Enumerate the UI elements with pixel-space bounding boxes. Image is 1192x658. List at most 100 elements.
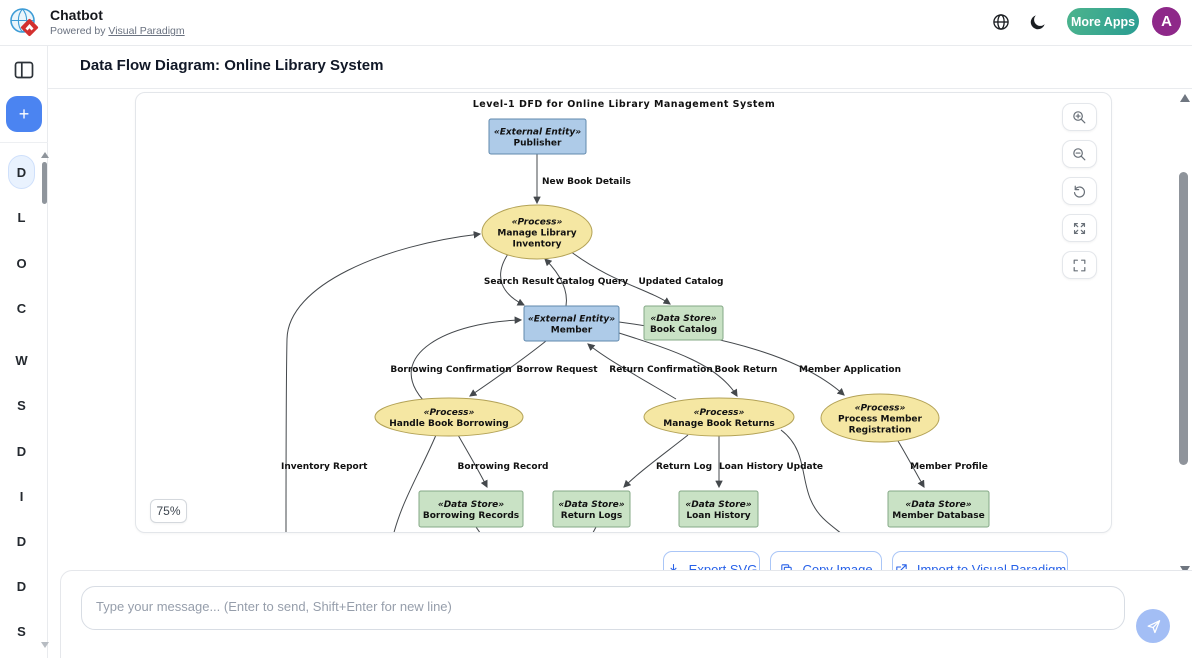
sidebar-item-w-4[interactable]: W: [0, 343, 43, 377]
sidebar-item-label: D: [8, 155, 35, 189]
sidebar-scroll-up-icon[interactable]: [41, 152, 49, 158]
flow-return-confirmation: [587, 343, 677, 400]
node-manage-book-returns: [643, 397, 795, 437]
diagram-card[interactable]: «External Entity»Publisher«Process»Manag…: [135, 92, 1112, 533]
flow-member-profile: [897, 440, 925, 488]
viewer-tools: [1062, 103, 1097, 279]
sidebar-item-i-7[interactable]: I: [0, 479, 43, 513]
send-plane-icon: [1147, 619, 1160, 633]
fullscreen-button[interactable]: [1062, 251, 1097, 279]
flow-label-book-return: Book Return: [715, 365, 778, 375]
scroll-up-icon[interactable]: [1180, 94, 1190, 102]
node-manage-library-inventory-label: «Process»: [512, 218, 563, 228]
node-borrowing-records-label: «Data Store»: [438, 500, 504, 510]
flow-stub-borrowing-records: [475, 526, 481, 532]
node-book-catalog: [643, 305, 724, 341]
node-return-logs-label: «Data Store»: [558, 500, 624, 510]
reset-view-icon: [1073, 185, 1086, 198]
flow-borrow-request: [469, 340, 547, 397]
flow-label-borrow-request: Borrow Request: [516, 365, 598, 375]
sidebar-item-o-2[interactable]: O: [0, 246, 43, 280]
flow-label-borrowing-record: Borrowing Record: [458, 462, 549, 472]
avatar[interactable]: A: [1152, 7, 1181, 36]
node-member-label: «External Entity»: [528, 315, 615, 325]
node-loan-history: [678, 490, 759, 528]
toolbar-divider: [0, 88, 1192, 89]
flow-loop-manage-returns: [780, 429, 841, 532]
zoom-in-button[interactable]: [1062, 103, 1097, 131]
sidebar-item-label: I: [19, 488, 24, 504]
zoom-in-icon: [1073, 110, 1086, 123]
powered-by: Powered by Visual Paradigm: [50, 25, 185, 37]
node-process-member-registration-label: «Process»: [855, 404, 906, 414]
flow-borrowing-confirmation: [410, 316, 523, 401]
node-loan-history-label: Loan History: [686, 511, 750, 521]
sidebar-toggle-icon[interactable]: [12, 58, 36, 79]
flow-book-return: [618, 332, 738, 397]
sidebar-item-label: W: [15, 352, 28, 368]
node-process-member-registration-label: Registration: [849, 426, 912, 436]
flow-label-inventory-report: Inventory Report: [281, 462, 368, 472]
sidebar-item-label: S: [17, 397, 26, 413]
flow-label-updated-catalog: Updated Catalog: [638, 277, 723, 287]
sidebar-item-c-3[interactable]: C: [0, 291, 43, 325]
node-manage-book-returns-label: «Process»: [694, 408, 745, 418]
zoom-level-badge: 75%: [150, 499, 187, 523]
node-handle-book-borrowing-label: «Process»: [424, 408, 475, 418]
expand-icon: [1073, 222, 1086, 234]
node-publisher-label: Publisher: [514, 139, 562, 149]
node-manage-library-inventory: [481, 204, 593, 260]
flow-catalog-query: [544, 258, 567, 307]
expand-button[interactable]: [1062, 214, 1097, 242]
sidebar-item-d-8[interactable]: D: [0, 524, 43, 558]
flow-return-log: [623, 434, 689, 488]
sidebar-item-s-10[interactable]: S: [0, 614, 43, 648]
node-return-logs: [552, 490, 631, 528]
node-manage-book-returns-label: Manage Book Returns: [663, 419, 774, 429]
new-chat-button[interactable]: +: [6, 96, 42, 132]
node-handle-book-borrowing: [374, 397, 524, 437]
visual-paradigm-link[interactable]: Visual Paradigm: [108, 25, 185, 37]
toolbar: Data Flow Diagram: Online Library System: [48, 46, 1192, 88]
sidebar-item-d-6[interactable]: D: [0, 434, 43, 468]
flow-label-return-log: Return Log: [656, 462, 712, 472]
flow-label-search-result: Search Result: [484, 277, 555, 287]
sidebar-divider: [0, 142, 48, 143]
node-member: [523, 305, 620, 342]
sidebar-item-s-5[interactable]: S: [0, 388, 43, 422]
node-book-catalog-label: Book Catalog: [650, 325, 717, 335]
flow-search-result: [500, 253, 526, 306]
chat-input-bar: [60, 570, 1192, 658]
reset-view-button[interactable]: [1062, 177, 1097, 205]
message-input[interactable]: [81, 586, 1125, 630]
flow-label-return-confirmation: Return Confirmation: [609, 365, 712, 375]
dark-mode-icon[interactable]: [1028, 12, 1048, 32]
flow-label-new-book-details: New Book Details: [542, 177, 631, 187]
flow-label-member-profile: Member Profile: [910, 462, 988, 472]
fullscreen-icon: [1073, 259, 1086, 271]
node-borrowing-records-label: Borrowing Records: [423, 511, 519, 521]
sidebar-item-d-9[interactable]: D: [0, 569, 43, 603]
node-publisher-label: «External Entity»: [494, 128, 581, 138]
app-header: Chatbot Powered by Visual Paradigm More …: [0, 0, 1192, 46]
node-manage-library-inventory-label: Manage Library: [497, 229, 576, 239]
flow-label-borrowing-confirmation: Borrowing Confirmation: [390, 365, 511, 375]
globe-icon[interactable]: [991, 12, 1011, 32]
send-button[interactable]: [1136, 609, 1170, 643]
sidebar-scrollbar[interactable]: [42, 162, 47, 204]
sidebar-item-label: D: [16, 533, 27, 549]
node-return-logs-label: Return Logs: [561, 511, 622, 521]
sidebar-item-d-0[interactable]: D: [0, 155, 43, 189]
more-apps-button[interactable]: More Apps: [1067, 8, 1139, 35]
node-member-database-label: Member Database: [892, 511, 984, 521]
sidebar-item-l-1[interactable]: L: [0, 200, 43, 234]
node-process-member-registration-label: Process Member: [838, 415, 922, 425]
flow-borrowing-record: [457, 434, 488, 489]
sidebar-scroll-down-icon[interactable]: [41, 642, 49, 648]
main-scrollbar[interactable]: [1179, 172, 1188, 465]
node-handle-book-borrowing-label: Handle Book Borrowing: [389, 419, 508, 429]
zoom-out-button[interactable]: [1062, 140, 1097, 168]
node-manage-library-inventory-label: Inventory: [513, 240, 562, 250]
flow-stub-return-logs: [592, 526, 597, 532]
